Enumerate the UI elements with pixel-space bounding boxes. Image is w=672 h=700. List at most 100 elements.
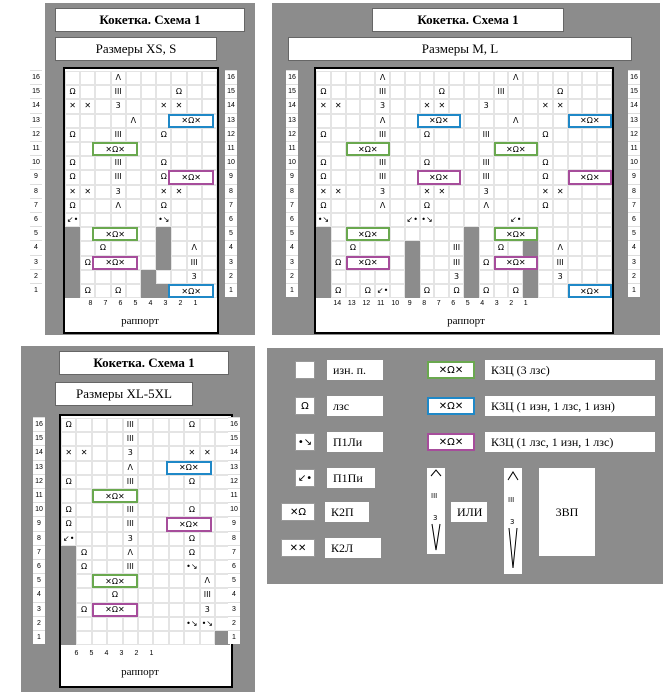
stitch-cell	[345, 71, 361, 86]
stitch-cell	[95, 198, 111, 213]
zvp-label: 3ВП	[539, 468, 595, 556]
stitch-cell: Λ	[110, 198, 126, 213]
stitch-cell: Ω	[61, 517, 77, 532]
stitch-cell	[110, 213, 126, 228]
stitch-cell: Λ	[375, 198, 390, 213]
stitch-cell	[419, 85, 435, 100]
row-number: 3	[225, 254, 237, 269]
stitch-cell: Ω	[538, 156, 553, 171]
stitch-cell	[153, 531, 169, 546]
row-number: 13	[33, 459, 45, 474]
stitch-cell	[464, 170, 479, 185]
stitch-cell	[153, 446, 169, 461]
stitch-cell	[390, 156, 405, 171]
row-number: 5	[628, 226, 640, 241]
stitch-cell	[138, 531, 154, 546]
row-number: 10	[228, 502, 240, 517]
row-number: 15	[628, 84, 640, 99]
row-number: 14	[228, 445, 240, 460]
stitch-cell	[478, 269, 494, 284]
stitch-cell	[91, 588, 108, 603]
stitch-cell	[184, 432, 200, 447]
stitch-cell	[95, 71, 111, 86]
stitch-cell	[76, 517, 92, 532]
k3c-blue-box: ✕Ω✕	[165, 460, 212, 475]
stitch-cell	[582, 227, 598, 242]
stitch-cell	[449, 127, 464, 142]
k3c-magenta-box: ✕Ω✕	[493, 255, 538, 270]
stitch-cell	[80, 113, 96, 128]
stitch-cell	[597, 85, 612, 100]
stitch-cell	[567, 255, 583, 270]
stitch-cell	[76, 489, 92, 504]
stitch-cell	[65, 113, 81, 128]
row-number: 15	[228, 431, 240, 446]
column-number: 3	[494, 300, 499, 307]
stitch-cell	[597, 198, 612, 213]
stitch-cell	[107, 545, 123, 560]
stitch-cell	[552, 71, 568, 86]
stitch-cell: ✕	[65, 184, 81, 199]
stitch-cell	[360, 127, 376, 142]
row-number: 16	[225, 70, 237, 85]
stitch-cell	[464, 71, 479, 86]
stitch-cell	[597, 255, 612, 270]
stitch-cell	[186, 184, 202, 199]
stitch-cell: ✕	[316, 99, 331, 114]
row-number: 14	[33, 445, 45, 460]
stitch-cell	[91, 531, 108, 546]
stitch-cell: Ω	[76, 602, 92, 617]
stitch-cell: III	[110, 170, 126, 185]
no-stitch-cell	[65, 269, 81, 284]
stitch-cell	[110, 241, 126, 256]
stitch-cell	[184, 574, 200, 589]
no-stitch-cell	[316, 241, 331, 256]
stitch-cell	[186, 127, 202, 142]
stitch-cell	[478, 227, 494, 242]
stitch-cell	[434, 227, 450, 242]
no-stitch-cell	[61, 631, 77, 646]
stitch-cell	[76, 460, 92, 475]
stitch-cell	[91, 616, 108, 631]
stitch-cell	[184, 631, 200, 646]
legend-label: изн. п.	[327, 360, 383, 380]
stitch-cell: ✕	[199, 446, 215, 461]
row-number: 1	[628, 283, 640, 298]
stitch-cell	[171, 213, 187, 228]
stitch-cell: Ω	[171, 85, 187, 100]
stitch-cell: Ω	[419, 127, 435, 142]
stitch-cell: ✕	[330, 184, 346, 199]
stitch-cell	[567, 71, 583, 86]
row-number: 8	[33, 530, 45, 545]
no-stitch-cell	[464, 284, 479, 299]
column-number: 12	[362, 300, 371, 307]
row-number: 7	[228, 544, 240, 559]
stitch-cell	[80, 71, 96, 86]
row-number: 6	[286, 212, 298, 227]
stitch-cell	[153, 574, 169, 589]
stitch-cell	[199, 631, 215, 646]
stitch-cell: •↘	[184, 616, 200, 631]
stitch-cell	[508, 127, 524, 142]
stitch-cell	[107, 616, 123, 631]
stitch-cell	[95, 213, 111, 228]
stitch-cell: Ω	[76, 560, 92, 575]
no-stitch-cell	[61, 602, 77, 617]
stitch-cell	[171, 255, 187, 270]
stitch-cell	[449, 156, 464, 171]
stitch-cell	[538, 269, 553, 284]
row-number: 7	[286, 197, 298, 212]
stitch-cell	[168, 531, 185, 546]
stitch-cell	[186, 198, 202, 213]
stitch-cell	[552, 127, 568, 142]
stitch-cell	[61, 460, 77, 475]
stitch-cell	[122, 588, 138, 603]
stitch-cell: Ω	[419, 284, 435, 299]
stitch-cell: Λ	[186, 241, 202, 256]
panel-title: Кокетка. Схема 1	[59, 351, 229, 375]
stitch-cell	[449, 142, 464, 157]
stitch-cell	[390, 198, 405, 213]
column-number: 8	[88, 300, 93, 307]
stitch-cell	[419, 269, 435, 284]
stitch-cell	[360, 113, 376, 128]
